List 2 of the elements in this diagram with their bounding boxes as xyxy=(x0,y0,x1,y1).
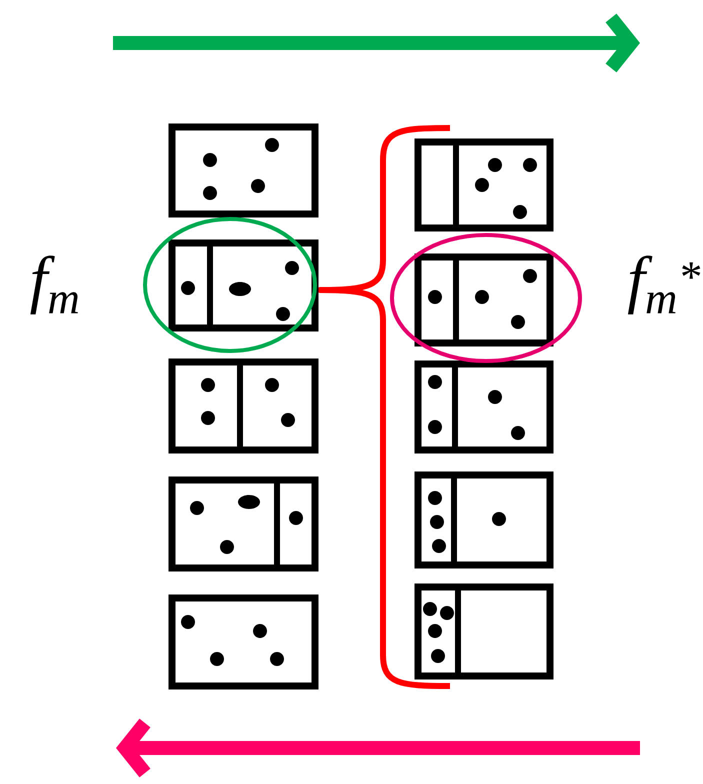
formula-label: f$_{m}$ xyxy=(30,256,78,314)
formula-label: f$_{m}$$^{*}$ xyxy=(628,256,700,314)
